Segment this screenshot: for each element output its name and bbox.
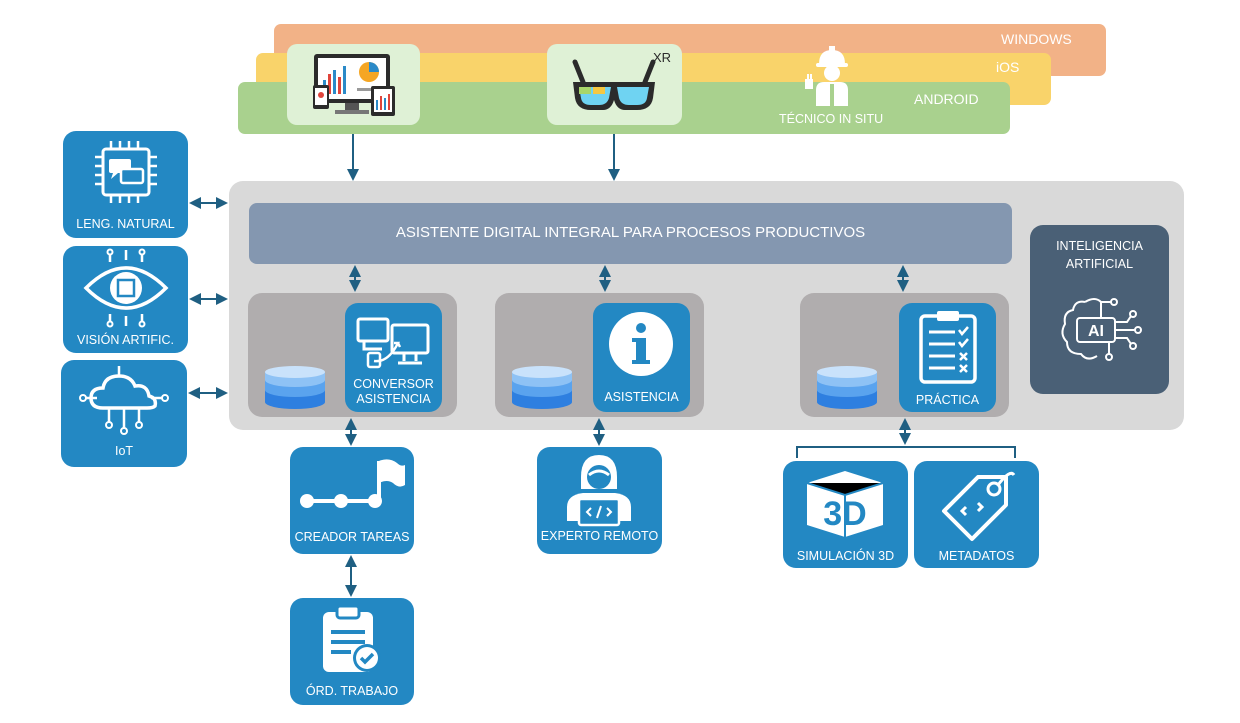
task-flow-flag-icon xyxy=(300,459,405,508)
simulacion-3d-label: SIMULACIÓN 3D xyxy=(796,549,895,563)
main-header: ASISTENTE DIGITAL INTEGRAL PARA PROCESOS… xyxy=(249,203,1012,264)
dashboard-devices-icon xyxy=(313,54,395,116)
iot-module[interactable]: IoT xyxy=(61,360,187,467)
ordenes-trabajo-module[interactable]: ÓRD. TRABAJO xyxy=(290,598,414,705)
practica-module[interactable]: PRÁCTICA xyxy=(899,303,996,412)
conversor-asistencia-module[interactable]: CONVERSOR ASISTENCIA xyxy=(345,303,442,412)
cube-3d-icon: 3D xyxy=(806,471,884,537)
platform-android-label: ANDROID xyxy=(914,91,979,107)
sim3d-icon-text: 3D xyxy=(823,495,866,533)
remote-expert-icon xyxy=(567,455,631,527)
asistencia-label: ASISTENCIA xyxy=(604,390,679,404)
vision-artificial-module[interactable]: VISIÓN ARTIFIC. xyxy=(63,246,188,353)
eye-circuit-icon xyxy=(83,248,169,328)
main-title: ASISTENTE DIGITAL INTEGRAL PARA PROCESOS… xyxy=(395,224,866,241)
iot-label: IoT xyxy=(114,444,134,458)
asistencia-module[interactable]: ASISTENCIA xyxy=(593,303,690,412)
database-icon xyxy=(512,366,572,409)
experto-remoto-label: EXPERTO REMOTO xyxy=(540,529,659,543)
platform-ios-label: iOS xyxy=(996,59,1020,75)
xr-label: XR xyxy=(653,50,672,65)
xr-glasses-icon xyxy=(572,59,656,110)
ai-icon-text: AI xyxy=(1088,323,1104,340)
monitors-icon xyxy=(356,317,430,369)
creador-tareas-label: CREADOR TAREAS xyxy=(294,530,410,544)
lenguaje-natural-module[interactable]: LENG. NATURAL xyxy=(63,131,188,238)
platform-windows-label: WINDOWS xyxy=(1001,31,1072,47)
clipboard-check-icon xyxy=(323,604,381,672)
tag-icon xyxy=(942,471,1016,541)
creador-tareas-module[interactable]: CREADOR TAREAS xyxy=(290,447,414,554)
ai-box: INTELIGENCIA ARTIFICIAL AI xyxy=(1030,225,1169,394)
conversor-label-2: ASISTENCIA xyxy=(356,392,431,406)
metadatos-module[interactable]: METADATOS xyxy=(914,461,1039,568)
technician-icon xyxy=(805,46,848,106)
xr-device-card: XR xyxy=(547,44,682,125)
conversor-label-1: CONVERSOR xyxy=(353,377,434,391)
ai-title: INTELIGENCIA ARTIFICIAL xyxy=(1056,239,1143,271)
cloud-iot-icon xyxy=(79,366,169,435)
database-icon xyxy=(265,366,325,409)
ordenes-trabajo-label: ÓRD. TRABAJO xyxy=(305,684,399,698)
technician-label: TÉCNICO IN SITU xyxy=(779,112,884,126)
ai-brain-icon: AI xyxy=(1061,298,1142,361)
experto-remoto-module[interactable]: EXPERTO REMOTO xyxy=(537,447,662,554)
lenguaje-natural-label: LENG. NATURAL xyxy=(76,217,175,231)
database-icon xyxy=(817,366,877,409)
vision-artificial-label: VISIÓN ARTIFIC. xyxy=(76,333,174,347)
metadatos-label: METADATOS xyxy=(938,549,1015,563)
desktop-device-card xyxy=(287,44,420,125)
info-icon xyxy=(609,312,673,376)
practica-label: PRÁCTICA xyxy=(915,393,980,407)
simulacion-3d-module[interactable]: 3D SIMULACIÓN 3D xyxy=(783,461,908,568)
bracket-practica-outputs xyxy=(796,446,1016,458)
chip-chat-icon xyxy=(95,141,157,203)
checklist-icon xyxy=(919,311,977,384)
